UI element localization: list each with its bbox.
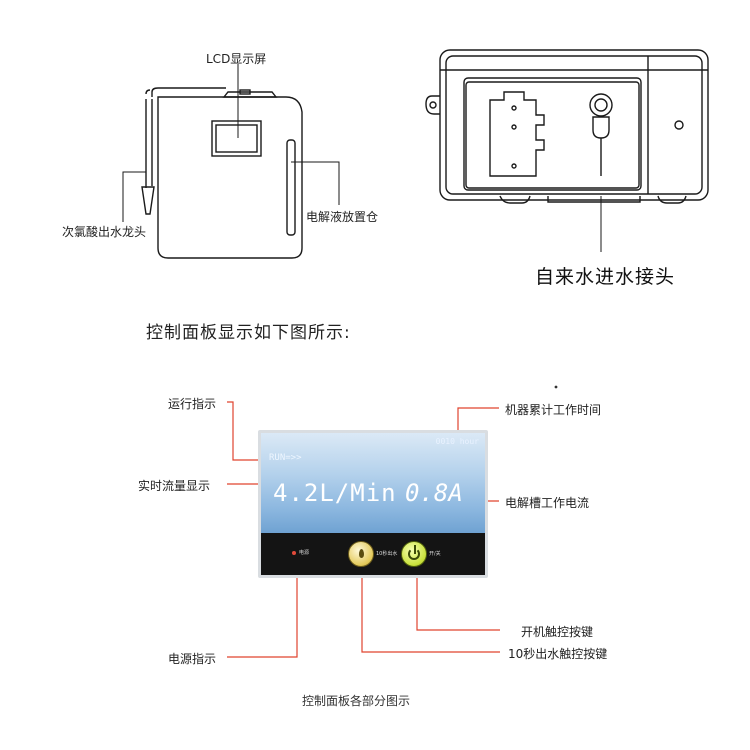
lcd-display-label: LCD显示屏	[206, 52, 267, 66]
cell-current-label: 电解槽工作电流	[505, 496, 590, 510]
flow-display-label: 实时流量显示	[138, 479, 211, 493]
run-indicator-label: 运行指示	[168, 397, 217, 411]
power-button[interactable]	[401, 541, 427, 567]
panel-controls: 电源 10秒出水 开/关	[261, 533, 485, 575]
water-button-text: 10秒出水	[376, 551, 398, 557]
machine-hours-label: 机器累计工作时间	[505, 403, 602, 417]
cell-current-readout: 0.8A	[405, 479, 463, 507]
power-led-text: 电源	[299, 550, 310, 556]
control-panel: 0010 hour RUN=>> 4.2L/Min 0.8A 电源 10秒出水 …	[258, 430, 488, 578]
water-10s-button[interactable]	[348, 541, 374, 567]
electrolyte-compartment-label: 电解液放置仓	[306, 210, 379, 224]
stray-dot	[554, 385, 558, 389]
left-device-drawing	[141, 87, 303, 259]
panel-screen: 0010 hour RUN=>> 4.2L/Min 0.8A	[261, 433, 485, 533]
left-device-callout-lines	[122, 64, 340, 222]
figure-caption: 控制面板各部分图示	[302, 694, 411, 708]
faucet-outlet-label: 次氯酸出水龙头	[62, 225, 147, 239]
power-touch-key-label: 开机触控按键	[521, 625, 594, 639]
power-indicator-label: 电源指示	[168, 652, 217, 666]
water-touch-key-label: 10秒出水触控按键	[508, 647, 608, 661]
power-led	[292, 551, 296, 555]
run-indicator-readout: RUN=>>	[269, 453, 302, 463]
right-device-drawing	[425, 49, 709, 204]
power-button-text: 开/关	[429, 551, 441, 557]
machine-hours-readout: 0010 hour	[435, 437, 479, 446]
power-icon	[408, 548, 420, 560]
water-inlet-label: 自来水进水接头	[535, 266, 676, 288]
section-title: 控制面板显示如下图所示:	[146, 323, 351, 343]
flow-rate-readout: 4.2L/Min	[273, 479, 397, 507]
